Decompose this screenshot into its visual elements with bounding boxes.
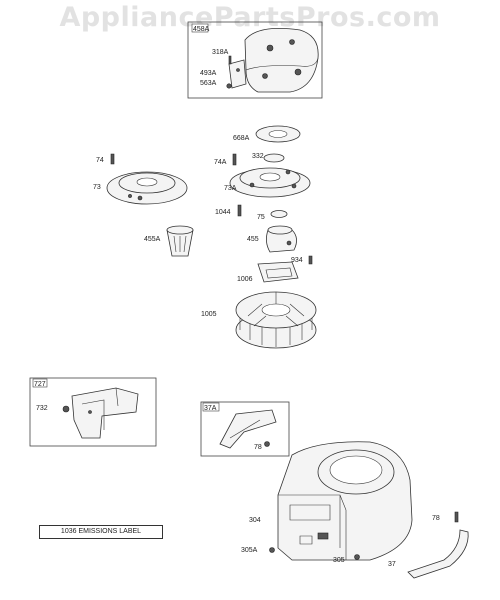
screw-1044-part[interactable] xyxy=(237,204,242,217)
plate-1006-part[interactable] xyxy=(257,261,299,283)
screw-318a-part[interactable] xyxy=(228,55,232,65)
screw-78-lower-part[interactable] xyxy=(454,511,459,523)
baffle-37-part[interactable] xyxy=(407,529,469,579)
watermark: AppliancePartsPros.com xyxy=(59,2,441,33)
emissions-label-box: 1036 EMISSIONS LABEL xyxy=(39,525,163,539)
part-label-73: 73 xyxy=(93,184,101,191)
group-label-727: 727 xyxy=(34,381,46,388)
part-label-305a: 305A xyxy=(241,547,258,554)
screw-74-part[interactable] xyxy=(110,153,115,165)
rotating-screen-part[interactable] xyxy=(244,27,319,93)
part-label-732: 732 xyxy=(36,405,48,412)
blower-housing-304-part[interactable] xyxy=(277,441,413,561)
screw-934-part[interactable] xyxy=(308,255,313,265)
part-label-37: 37 xyxy=(388,561,396,568)
group-box-458a xyxy=(187,21,323,99)
part-label-455: 455 xyxy=(247,236,259,243)
bracket-part[interactable] xyxy=(228,59,247,89)
cup-455-part[interactable] xyxy=(266,225,297,253)
group-label-box-727 xyxy=(32,378,48,388)
part-label-668a: 668A xyxy=(233,135,250,142)
group-label-37a: 37A xyxy=(204,405,217,412)
rotating-screen-73a-part[interactable] xyxy=(229,167,311,198)
part-label-332: 332 xyxy=(252,153,264,160)
part-label-1006: 1006 xyxy=(237,276,253,283)
part-label-305: 305 xyxy=(333,557,345,564)
part-label-934: 934 xyxy=(291,257,303,264)
group-box-37a xyxy=(200,401,290,457)
baffle-727-part[interactable] xyxy=(71,387,139,439)
group-label-box-37a xyxy=(202,402,220,412)
ring-668a-part[interactable] xyxy=(255,125,301,143)
rotating-screen-73-part[interactable] xyxy=(106,171,188,205)
part-label-78-upper: 78 xyxy=(254,444,262,451)
group-box-727 xyxy=(29,377,157,447)
screw-78-upper-part[interactable] xyxy=(264,441,270,447)
part-label-1044: 1044 xyxy=(215,209,231,216)
part-label-318a: 318A xyxy=(212,49,229,56)
screw-305a-part[interactable] xyxy=(269,547,275,553)
part-label-1005: 1005 xyxy=(201,311,217,318)
group-label-458a: 458A xyxy=(193,26,210,33)
screw-732-part[interactable] xyxy=(62,405,70,413)
part-label-563a: 563A xyxy=(200,80,217,87)
group-label-box-458a xyxy=(191,23,209,33)
baffle-37a-part[interactable] xyxy=(219,409,277,449)
washer-75-part[interactable] xyxy=(270,210,288,218)
part-label-74: 74 xyxy=(96,157,104,164)
screw-305-part[interactable] xyxy=(354,554,360,560)
part-label-75: 75 xyxy=(257,214,265,221)
nut-563a-part[interactable] xyxy=(226,83,232,89)
part-label-455a: 455A xyxy=(144,236,161,243)
part-label-73a: 73A xyxy=(224,185,237,192)
part-label-493a: 493A xyxy=(200,70,217,77)
washer-332-part[interactable] xyxy=(263,153,285,163)
cup-455a-part[interactable] xyxy=(166,225,194,257)
part-label-304: 304 xyxy=(249,517,261,524)
part-label-74a: 74A xyxy=(214,159,227,166)
screw-74a-part[interactable] xyxy=(232,153,237,166)
part-label-78-lower: 78 xyxy=(432,515,440,522)
flywheel-1005-part[interactable] xyxy=(235,291,317,349)
